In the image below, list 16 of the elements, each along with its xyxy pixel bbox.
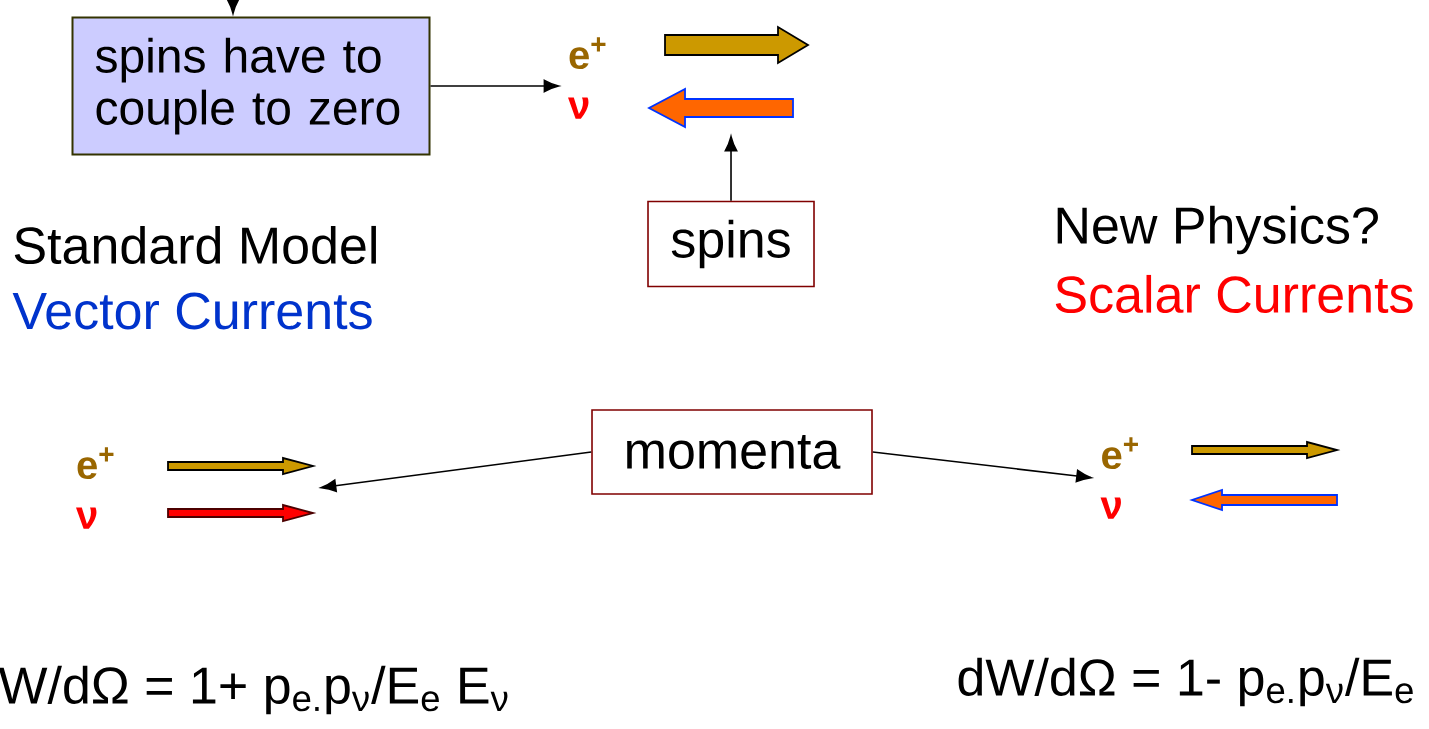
label-box: momenta (591, 409, 873, 495)
arrow (429, 79, 560, 93)
concept-box: spins have to couple to zero (71, 16, 431, 156)
heading-text: New Physics? (1057, 205, 1378, 255)
arrow (320, 451, 592, 493)
arrow (226, 0, 240, 15)
particle-pair: e$^{+}$ ν (76, 447, 114, 529)
heading-text: Vector Currents (12, 292, 372, 330)
heading-text: Scalar Currents (1055, 274, 1413, 314)
formula-text: dW/dΩ = 1- p$_{e.}$p$_{ν}$/E$_{e}$ (958, 657, 1413, 707)
label-box: spins (647, 200, 815, 288)
particle-pair: e$^{+}$ ν (1100, 437, 1138, 519)
arrow (724, 135, 738, 202)
arrow (872, 451, 1092, 483)
heading-text: Standard Model (14, 225, 376, 265)
particle-pair: e$^{+}$ ν (568, 37, 606, 119)
